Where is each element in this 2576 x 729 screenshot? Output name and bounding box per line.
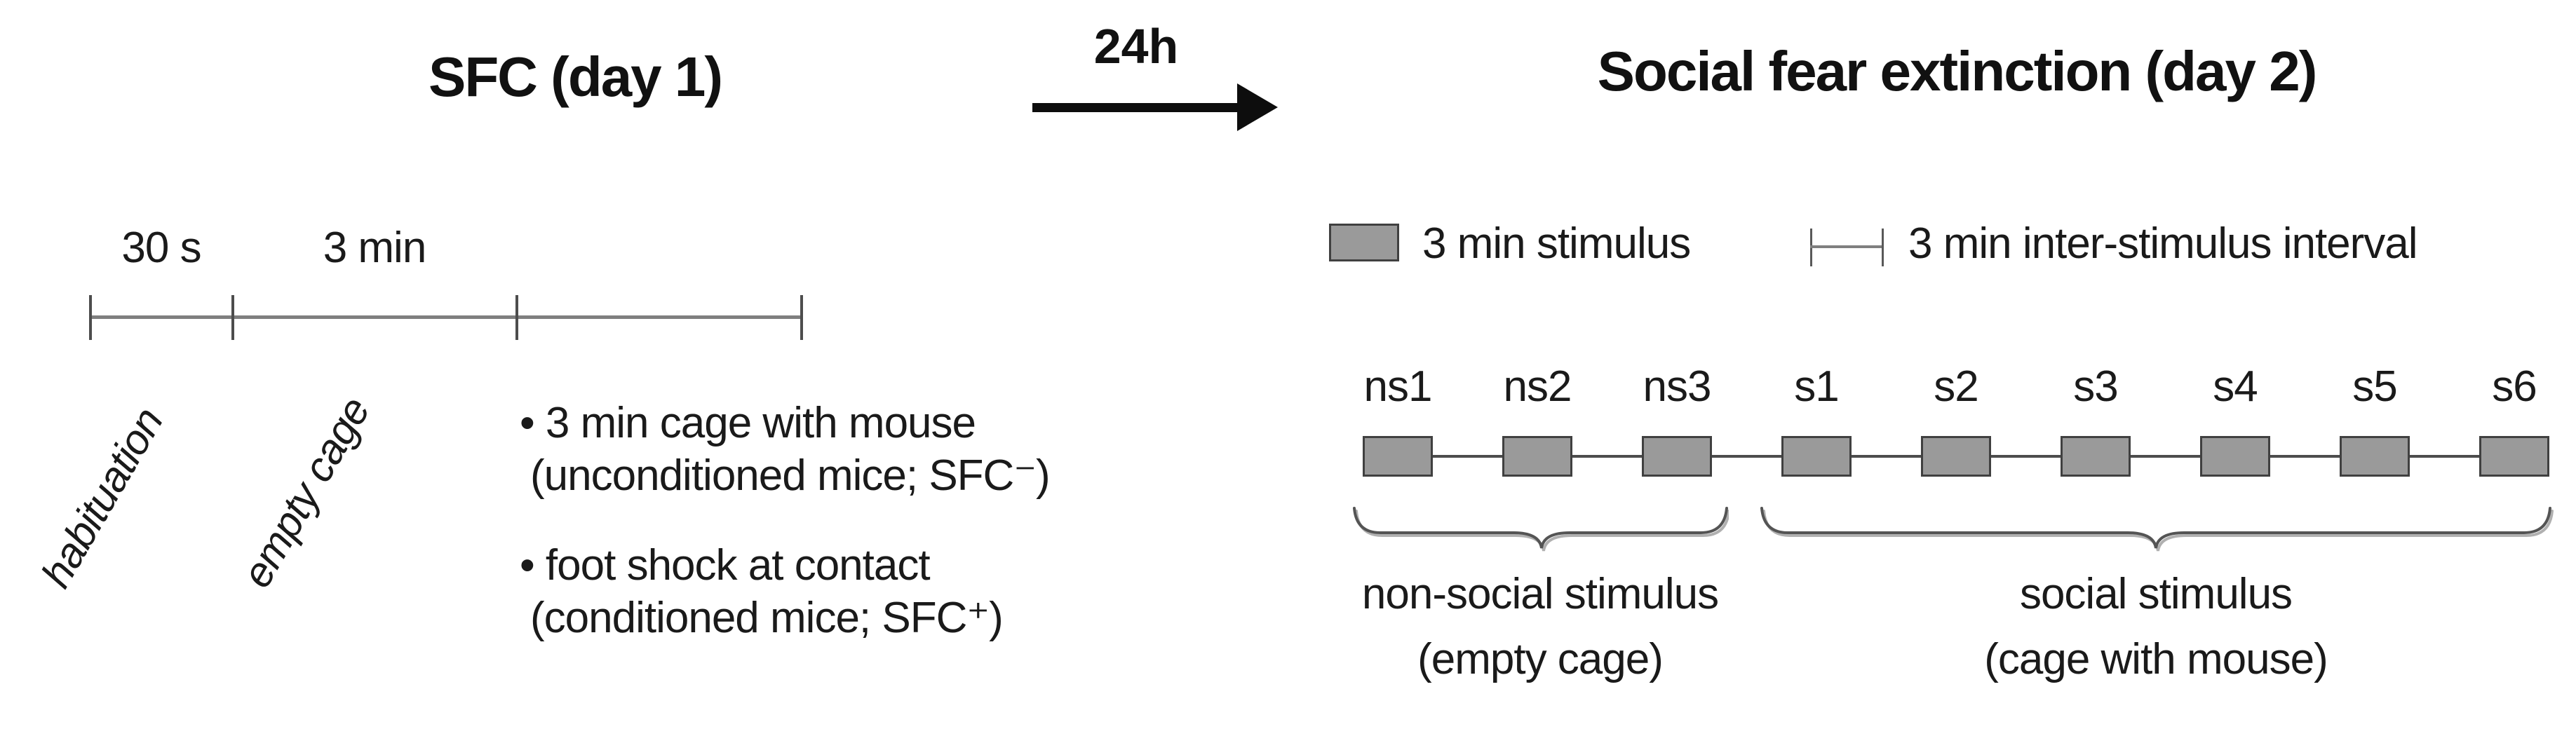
stimulus-box	[2340, 436, 2410, 477]
stimulus-label-ns1: ns1	[1363, 362, 1433, 411]
timeline-tick	[800, 295, 803, 340]
right-arrow-icon	[1032, 103, 1241, 112]
stimulus-box	[2061, 436, 2131, 477]
legend-stimulus-label: 3 min stimulus	[1422, 219, 1691, 268]
bullet-conditioned-line2: (conditioned mice; SFC⁺)	[530, 594, 1004, 642]
stimulus-label-s3: s3	[2073, 362, 2118, 411]
timeline-tick	[231, 295, 234, 340]
stimulus-box	[1921, 436, 1991, 477]
interval-label-3min: 3 min	[323, 224, 427, 272]
bullet-unconditioned: • 3 min cage with mouse (unconditioned m…	[520, 397, 1186, 502]
stimulus-box	[2479, 436, 2549, 477]
phase-label-empty-cage: empty cage	[232, 389, 379, 595]
stimulus-label-s1: s1	[1794, 362, 1839, 411]
day2-title: Social fear extinction (day 2)	[1597, 40, 2318, 102]
bullet-conditioned-line1: • foot shock at contact	[520, 541, 931, 590]
stimulus-box	[2200, 436, 2270, 477]
bullet-conditioned: • foot shock at contact (conditioned mic…	[520, 539, 1186, 644]
timeline-tick	[515, 295, 518, 340]
phase-label-habituation: habituation	[32, 400, 173, 595]
interval-ibeam-icon	[1810, 245, 1884, 248]
stimulus-label-s6: s6	[2492, 362, 2537, 411]
legend-interval-label: 3 min inter-stimulus interval	[1908, 219, 2418, 268]
stimulus-label-s4: s4	[2213, 362, 2258, 411]
bullet-unconditioned-line2: (unconditioned mice; SFC⁻)	[530, 451, 1051, 500]
stimulus-swatch-icon	[1329, 224, 1399, 261]
social-brace-icon	[1760, 507, 2554, 552]
group-social-label: social stimulus	[2019, 570, 2293, 618]
transition-24h-label: 24h	[1093, 19, 1179, 74]
stimulus-label-ns2: ns2	[1503, 362, 1572, 411]
day1-timeline-line	[90, 315, 802, 319]
group-nonsocial-label: non-social stimulus	[1361, 570, 1719, 618]
stimulus-label-s2: s2	[1934, 362, 1978, 411]
stimulus-box	[1363, 436, 1433, 477]
stimulus-box	[1642, 436, 1712, 477]
stimulus-label-ns3: ns3	[1643, 362, 1712, 411]
day1-title: SFC (day 1)	[428, 46, 723, 108]
right-arrowhead-icon	[1237, 83, 1278, 131]
group-nonsocial-sublabel: (empty cage)	[1417, 635, 1664, 683]
group-social-sublabel: (cage with mouse)	[1984, 635, 2328, 683]
stimulus-label-s5: s5	[2352, 362, 2397, 411]
interval-label-30s: 30 s	[121, 224, 201, 272]
bullet-unconditioned-line1: • 3 min cage with mouse	[520, 399, 976, 447]
non-social-brace-icon	[1353, 507, 1729, 552]
interval-ibeam-icon	[1882, 229, 1884, 266]
stimulus-box	[1781, 436, 1852, 477]
day1-bullet-list: • 3 min cage with mouse (unconditioned m…	[520, 397, 1186, 644]
stimulus-box	[1502, 436, 1572, 477]
timeline-tick	[89, 295, 92, 340]
